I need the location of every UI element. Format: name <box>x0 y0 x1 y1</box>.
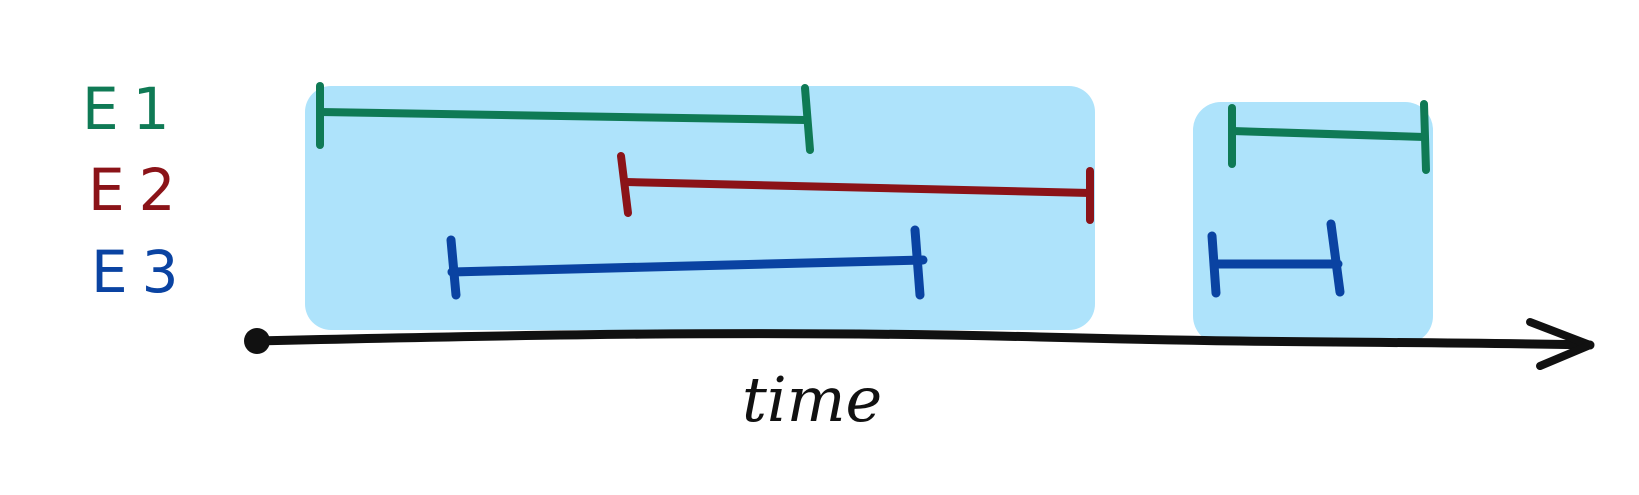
merged-interval-cluster-1 <box>305 86 1095 330</box>
e1-interval-1-end-tick <box>801 84 814 154</box>
e1-interval-2-end-tick <box>1420 100 1430 174</box>
event-e3-intervals <box>446 219 1345 300</box>
event-label-e1: E1 <box>82 75 184 143</box>
e3-interval-1 <box>447 255 928 277</box>
merged-interval-cluster-2 <box>1193 102 1433 344</box>
time-axis-origin-dot <box>244 328 270 354</box>
e3-interval-1-end-tick <box>910 225 925 300</box>
e1-interval-1 <box>316 108 809 124</box>
time-axis-arrow-lower <box>1536 341 1594 370</box>
e2-interval-1 <box>622 178 1094 197</box>
event-label-e3: E3 <box>91 238 193 306</box>
e3-interval-2-start-tick <box>1207 231 1221 298</box>
time-axis-arrow-upper <box>1526 318 1594 349</box>
e2-interval-1-start-tick <box>617 152 632 217</box>
time-axis-line <box>250 329 1595 350</box>
event-e2-intervals <box>617 152 1094 224</box>
e3-interval-1-start-tick <box>446 235 461 300</box>
event-e1-intervals <box>316 82 1430 174</box>
event-label-e2: E2 <box>88 156 190 224</box>
time-axis <box>244 318 1595 370</box>
time-axis-label: time <box>742 363 882 436</box>
e1-interval-2 <box>1228 127 1428 141</box>
e3-interval-2-end-tick <box>1326 219 1345 297</box>
